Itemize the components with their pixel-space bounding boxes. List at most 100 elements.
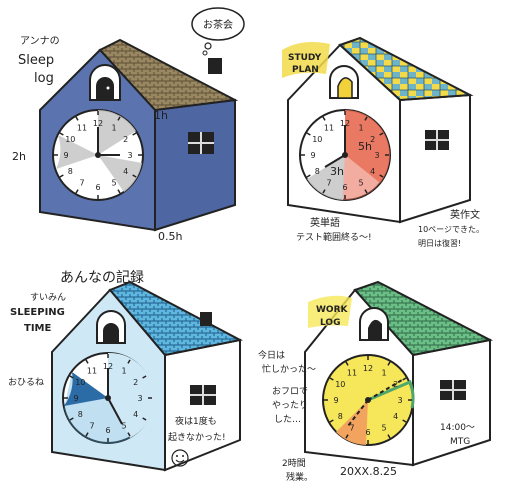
- clock-number: 3: [397, 396, 402, 405]
- house1-bubble-text: お茶会: [203, 18, 233, 31]
- clock-number: 7: [349, 424, 354, 433]
- house3-chimney: [200, 312, 212, 326]
- clock-number: 6: [95, 183, 100, 192]
- clock-tick: [402, 377, 407, 381]
- clock-number: 12: [93, 119, 103, 128]
- clock-tick: [322, 189, 326, 194]
- house4-note-bottom-line1: 2時間: [282, 458, 306, 469]
- house1-title-line2: Sleep: [18, 53, 54, 68]
- clock-number: 11: [324, 123, 334, 132]
- clock-tick: [322, 116, 326, 121]
- clock-number: 3: [374, 151, 379, 160]
- house1-title-line3: log: [34, 71, 54, 86]
- house4-date: 20XX.8.25: [340, 465, 397, 478]
- house1-bird-window: [89, 64, 121, 101]
- clock-tick: [329, 377, 334, 381]
- house2-title-tag: STUDY PLAN: [282, 42, 330, 78]
- clock-number: 5: [358, 179, 363, 188]
- clock-number: 1: [111, 123, 116, 132]
- house1-thought-bubble: お茶会: [191, 7, 245, 56]
- clock-tick: [142, 417, 147, 421]
- clock-number: 9: [63, 151, 68, 160]
- clock-number: 10: [312, 135, 322, 144]
- house2-window: [425, 130, 449, 150]
- house4-title-line1: WORK: [316, 305, 349, 315]
- clock-number: 2: [370, 135, 375, 144]
- clock-tick: [117, 116, 121, 121]
- clock-number: 10: [65, 135, 75, 144]
- clock-number: 4: [133, 410, 138, 419]
- house1-label-2h: 2h: [12, 150, 26, 163]
- house4-window: [440, 380, 466, 400]
- house4-note-right-line1: 14:00〜: [440, 423, 475, 433]
- house3-title-line1: すいみん: [30, 292, 66, 303]
- clock-tick: [345, 434, 349, 439]
- clock-tick: [132, 174, 137, 178]
- clock-number: 5: [381, 424, 386, 433]
- house3-window: [190, 385, 216, 405]
- clock-number: 10: [335, 380, 345, 389]
- clock-number: 11: [347, 368, 357, 377]
- clock-tick: [345, 361, 349, 366]
- clock-tick: [69, 417, 74, 421]
- house3-title-line2: SLEEPING: [10, 307, 65, 318]
- house4-title-tag: WORK LOG: [308, 295, 352, 328]
- house1-label-1h: 1h: [154, 109, 168, 122]
- clock-tick: [75, 116, 79, 121]
- house2-note-left-line1: 英単語: [310, 216, 340, 229]
- clock-number: 6: [105, 426, 110, 435]
- clock-number: 8: [315, 167, 320, 176]
- clock-number: 5: [121, 422, 126, 431]
- clock-tick: [127, 432, 131, 437]
- clock-number: 6: [342, 183, 347, 192]
- clock-number: 2: [133, 378, 138, 387]
- clock-number: 2: [123, 135, 128, 144]
- clock-number: 1: [358, 123, 363, 132]
- clock-number: 12: [103, 362, 113, 371]
- house3-bird-window: [96, 310, 126, 344]
- clock-tick: [127, 359, 131, 364]
- house1-title-line1: アンナの: [20, 35, 60, 47]
- house3-header: あんなの記録: [60, 269, 144, 286]
- clock-number: 8: [78, 410, 83, 419]
- clock-tick: [69, 375, 74, 379]
- house2-title-line1: STUDY: [288, 53, 322, 63]
- house4-note-left-line1: 今日は: [258, 349, 285, 361]
- house2-side-wall: [399, 93, 471, 224]
- clock-number: 5: [111, 179, 116, 188]
- house2-title-line2: PLAN: [292, 65, 319, 75]
- clock-tick: [364, 116, 368, 121]
- clock-number: 1: [381, 368, 386, 377]
- clock-tick: [306, 174, 311, 178]
- house4-bird-window: [359, 307, 389, 341]
- house4-title-line2: LOG: [320, 318, 340, 328]
- house3-title-line3: TIME: [24, 323, 51, 334]
- clock-number: 4: [370, 167, 375, 176]
- clock-tick: [364, 189, 368, 194]
- house2-note-right-line2: 10ページできた。: [418, 225, 484, 234]
- clock-tick: [402, 419, 407, 423]
- house2-label-3h: 3h: [330, 165, 344, 178]
- clock-tick: [387, 361, 391, 366]
- house2-bird-window: [329, 65, 359, 99]
- house4-note-left-line3: おフロで: [272, 386, 308, 397]
- clock-number: 9: [73, 394, 78, 403]
- clock-tick: [59, 174, 64, 178]
- clock-tick: [142, 375, 147, 379]
- clock-tick: [387, 434, 391, 439]
- clock-number: 3: [127, 151, 132, 160]
- house4-note-bottom-line2: 残業。: [286, 471, 313, 483]
- clock-tick: [59, 132, 64, 136]
- clock-number: 6: [365, 428, 370, 437]
- clock-number: 1: [121, 366, 126, 375]
- smiley-icon: [171, 449, 189, 467]
- clock-tick: [306, 132, 311, 136]
- house2-note-left-line2: テスト範囲終る〜!: [296, 231, 372, 243]
